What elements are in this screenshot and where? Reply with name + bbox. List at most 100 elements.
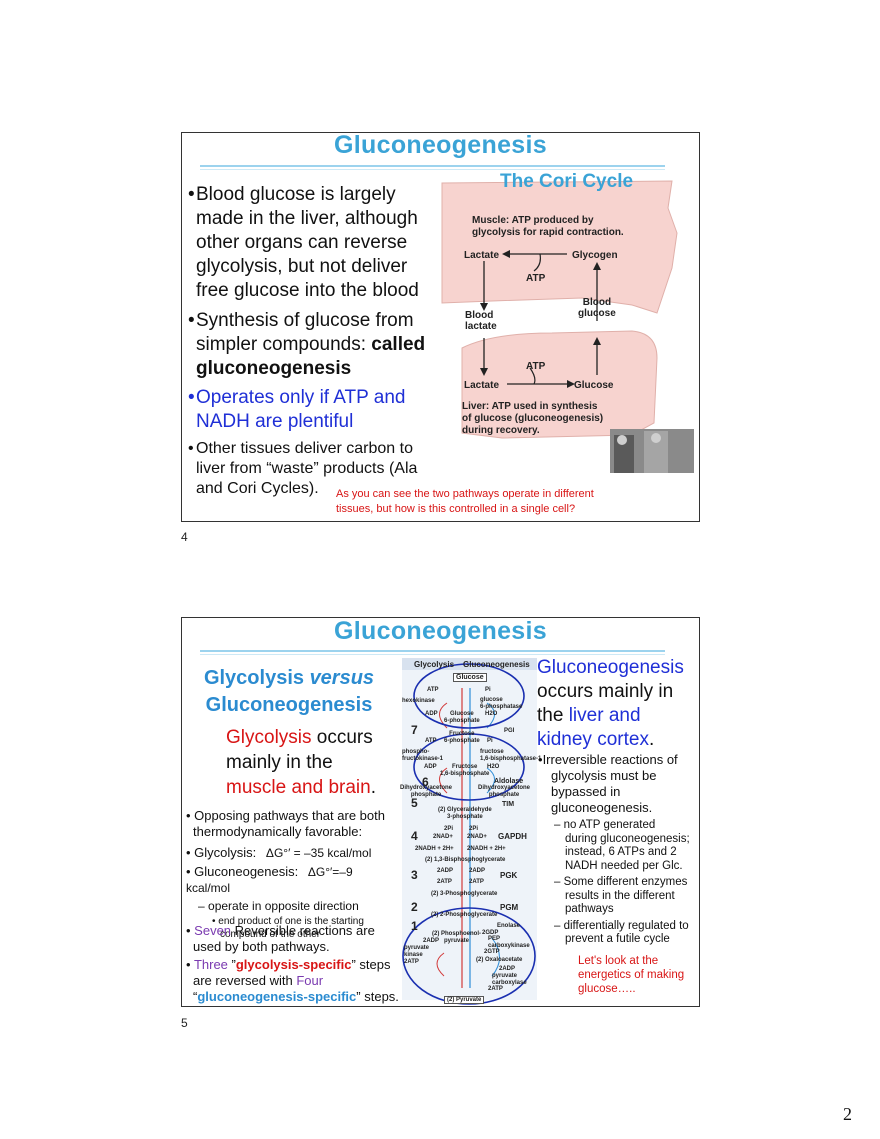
d-pc: pyruvate carboxylase bbox=[492, 973, 527, 986]
versus-heading: Glycolysis versus Gluconeogenesis bbox=[203, 667, 375, 716]
speaker-note: As you can see the two pathways operate … bbox=[336, 488, 594, 515]
blood-glucose-label: Blood glucose bbox=[578, 297, 616, 319]
atp-bottom-label: ATP bbox=[526, 361, 546, 372]
d-step3: 3 bbox=[411, 868, 418, 882]
d-pgi: PGI bbox=[504, 728, 515, 734]
col-gluconeogenesis: Gluconeogenesis bbox=[463, 660, 530, 669]
d-f16bp: Fructose 1,6-bisphosphate bbox=[440, 764, 490, 777]
bullet-synthesis: • Synthesis of glucose from simpler comp… bbox=[188, 310, 426, 379]
d-nadh2: 2NADH + 2H+ bbox=[467, 846, 506, 852]
bullet-atp-nadh: • Operates only if ATP and NADH are plen… bbox=[188, 387, 406, 432]
three-specific: • Three ”glycolysis-specific” steps are … bbox=[186, 957, 399, 1004]
highlight-ellipse-middle bbox=[413, 733, 525, 801]
d-adp3: 2ADP bbox=[437, 868, 454, 874]
lactate-top-label: Lactate bbox=[464, 250, 500, 261]
d-pfk: phospho- fructokinase-1 bbox=[402, 749, 444, 762]
d-atp1: ATP bbox=[427, 687, 439, 693]
d-pepck: PEP carboxykinase bbox=[488, 936, 530, 949]
slide-title: Gluconeogenesis bbox=[334, 617, 547, 645]
footer-page-number: 2 bbox=[843, 1104, 852, 1124]
d-atp2: ATP bbox=[425, 738, 437, 744]
cori-cycle-diagram bbox=[441, 180, 694, 473]
d-h2o1: H2O bbox=[485, 711, 498, 717]
d-gdp: 2GDP bbox=[482, 930, 499, 936]
d-pi2: Pi bbox=[487, 738, 493, 744]
d-nadh1: 2NADH + 2H+ bbox=[415, 846, 454, 852]
pathway-diagram bbox=[402, 658, 537, 1005]
d-hexokinase: hexokinase bbox=[402, 698, 435, 704]
slide-number-5: 5 bbox=[181, 1016, 188, 1030]
d-glucose: Glucose bbox=[453, 673, 487, 682]
d-pgk: PGK bbox=[500, 871, 518, 880]
bullet-other-tissues: • Other tissues deliver carbon to liver … bbox=[188, 440, 418, 497]
irreversible-reactions: •Irreversible reactions of glycolysis mu… bbox=[538, 752, 678, 815]
d-step1: 1 bbox=[411, 919, 418, 933]
d-pyk: pyruvate kinase bbox=[404, 945, 430, 958]
glucose-bottom-label: Glucose bbox=[574, 380, 614, 391]
d-h2o2: H2O bbox=[487, 764, 500, 770]
bullet-dot: • bbox=[188, 184, 195, 205]
muscle-shape bbox=[441, 180, 678, 314]
d-step5: 5 bbox=[411, 796, 418, 810]
d-adp1: ADP bbox=[425, 711, 438, 717]
title-rule-thin bbox=[200, 654, 665, 655]
d-pi4: 2Pi bbox=[469, 826, 479, 832]
d-g6pase: glucose 6-phosphatase bbox=[480, 697, 523, 710]
title-rule-thin bbox=[200, 169, 665, 170]
slide-title: Gluconeogenesis bbox=[334, 132, 547, 159]
title-rule bbox=[200, 165, 665, 167]
d-enolase: Enolase bbox=[497, 923, 521, 929]
highlight-ellipse-bottom bbox=[402, 907, 536, 1005]
d-tim: TIM bbox=[502, 801, 515, 808]
lactate-bottom-label: Lactate bbox=[464, 380, 500, 391]
slide-4: Gluconeogenesis The Cori Cycle Muscle: A… bbox=[181, 132, 700, 522]
d-adp5: 2ADP bbox=[423, 938, 440, 944]
d-pgm: PGM bbox=[500, 903, 519, 912]
d-pep: (2) Phosphoenol- pyruvate bbox=[432, 931, 481, 944]
d-pyruvate: (2) Pyruvate bbox=[444, 996, 485, 1004]
d-pi3: 2Pi bbox=[444, 826, 454, 832]
highlight-ellipse-top bbox=[413, 663, 525, 729]
d-atp3: 2ATP bbox=[437, 879, 452, 885]
d-step6: 6 bbox=[422, 775, 429, 789]
d-g6p: Glucose 6-phosphate bbox=[444, 711, 480, 724]
glycogen-label: Glycogen bbox=[572, 250, 618, 261]
energetics-note: Let's look at the energetics of making g… bbox=[578, 955, 685, 995]
d-f6p: Fructose 6-phosphate bbox=[444, 731, 480, 744]
gluconeo-location: Gluconeogenesis occurs mainly in the liv… bbox=[537, 657, 684, 750]
d-atp5: 2ATP bbox=[404, 959, 419, 965]
glycolysis-location: Glycolysis occurs mainly in the muscle a… bbox=[226, 727, 376, 798]
d-bpg: (2) 1,3-Bisphosphoglycerate bbox=[425, 857, 506, 863]
d-3pg: (2) 3-Phosphoglycerate bbox=[431, 891, 498, 897]
d-step2: 2 bbox=[411, 900, 418, 914]
d-atp6: 2ATP bbox=[488, 986, 503, 992]
atp-top-label: ATP bbox=[526, 273, 546, 284]
d-gap: (2) Glyceraldehyde 3-phosphate bbox=[438, 807, 492, 820]
d-fbpase: fructose 1,6-bisphosphatase-1 bbox=[480, 749, 542, 762]
bullet-blood-glucose: • Blood glucose is largely made in the l… bbox=[188, 184, 419, 301]
d-nad2: 2NAD+ bbox=[467, 834, 487, 840]
d-dhap: Dihydroxyacetone phosphate bbox=[400, 785, 453, 798]
d-adp6: 2ADP bbox=[499, 966, 516, 972]
arrow-atp-top bbox=[533, 253, 541, 272]
d-gapdh: GAPDH bbox=[498, 832, 527, 841]
opposing-pathways: • Opposing pathways that are both thermo… bbox=[186, 808, 385, 940]
slide-number-4: 4 bbox=[181, 530, 188, 544]
col-glycolysis: Glycolysis bbox=[414, 660, 455, 669]
d-pi1: Pi bbox=[485, 687, 491, 693]
blood-lactate-label: Blood lactate bbox=[465, 310, 497, 332]
seven-reversible: • Seven Reversible reactions are used by… bbox=[186, 923, 375, 954]
arrow-atp-bottom bbox=[529, 367, 536, 385]
title-rule bbox=[200, 650, 665, 652]
d-adp4: 2ADP bbox=[469, 868, 486, 874]
cori-cycle-title: The Cori Cycle bbox=[500, 171, 634, 192]
d-aldolase: Aldolase bbox=[494, 778, 524, 785]
d-oaa: (2) Oxaloacetate bbox=[476, 957, 523, 963]
d-step7: 7 bbox=[411, 723, 418, 737]
slide-5: Gluconeogenesis Glycolysis Gluconeogenes… bbox=[181, 617, 700, 1007]
d-step4: 4 bbox=[411, 829, 418, 843]
d-nad1: 2NAD+ bbox=[433, 834, 453, 840]
sub-points: – no ATP generated during gluconeogenesi… bbox=[554, 819, 690, 945]
